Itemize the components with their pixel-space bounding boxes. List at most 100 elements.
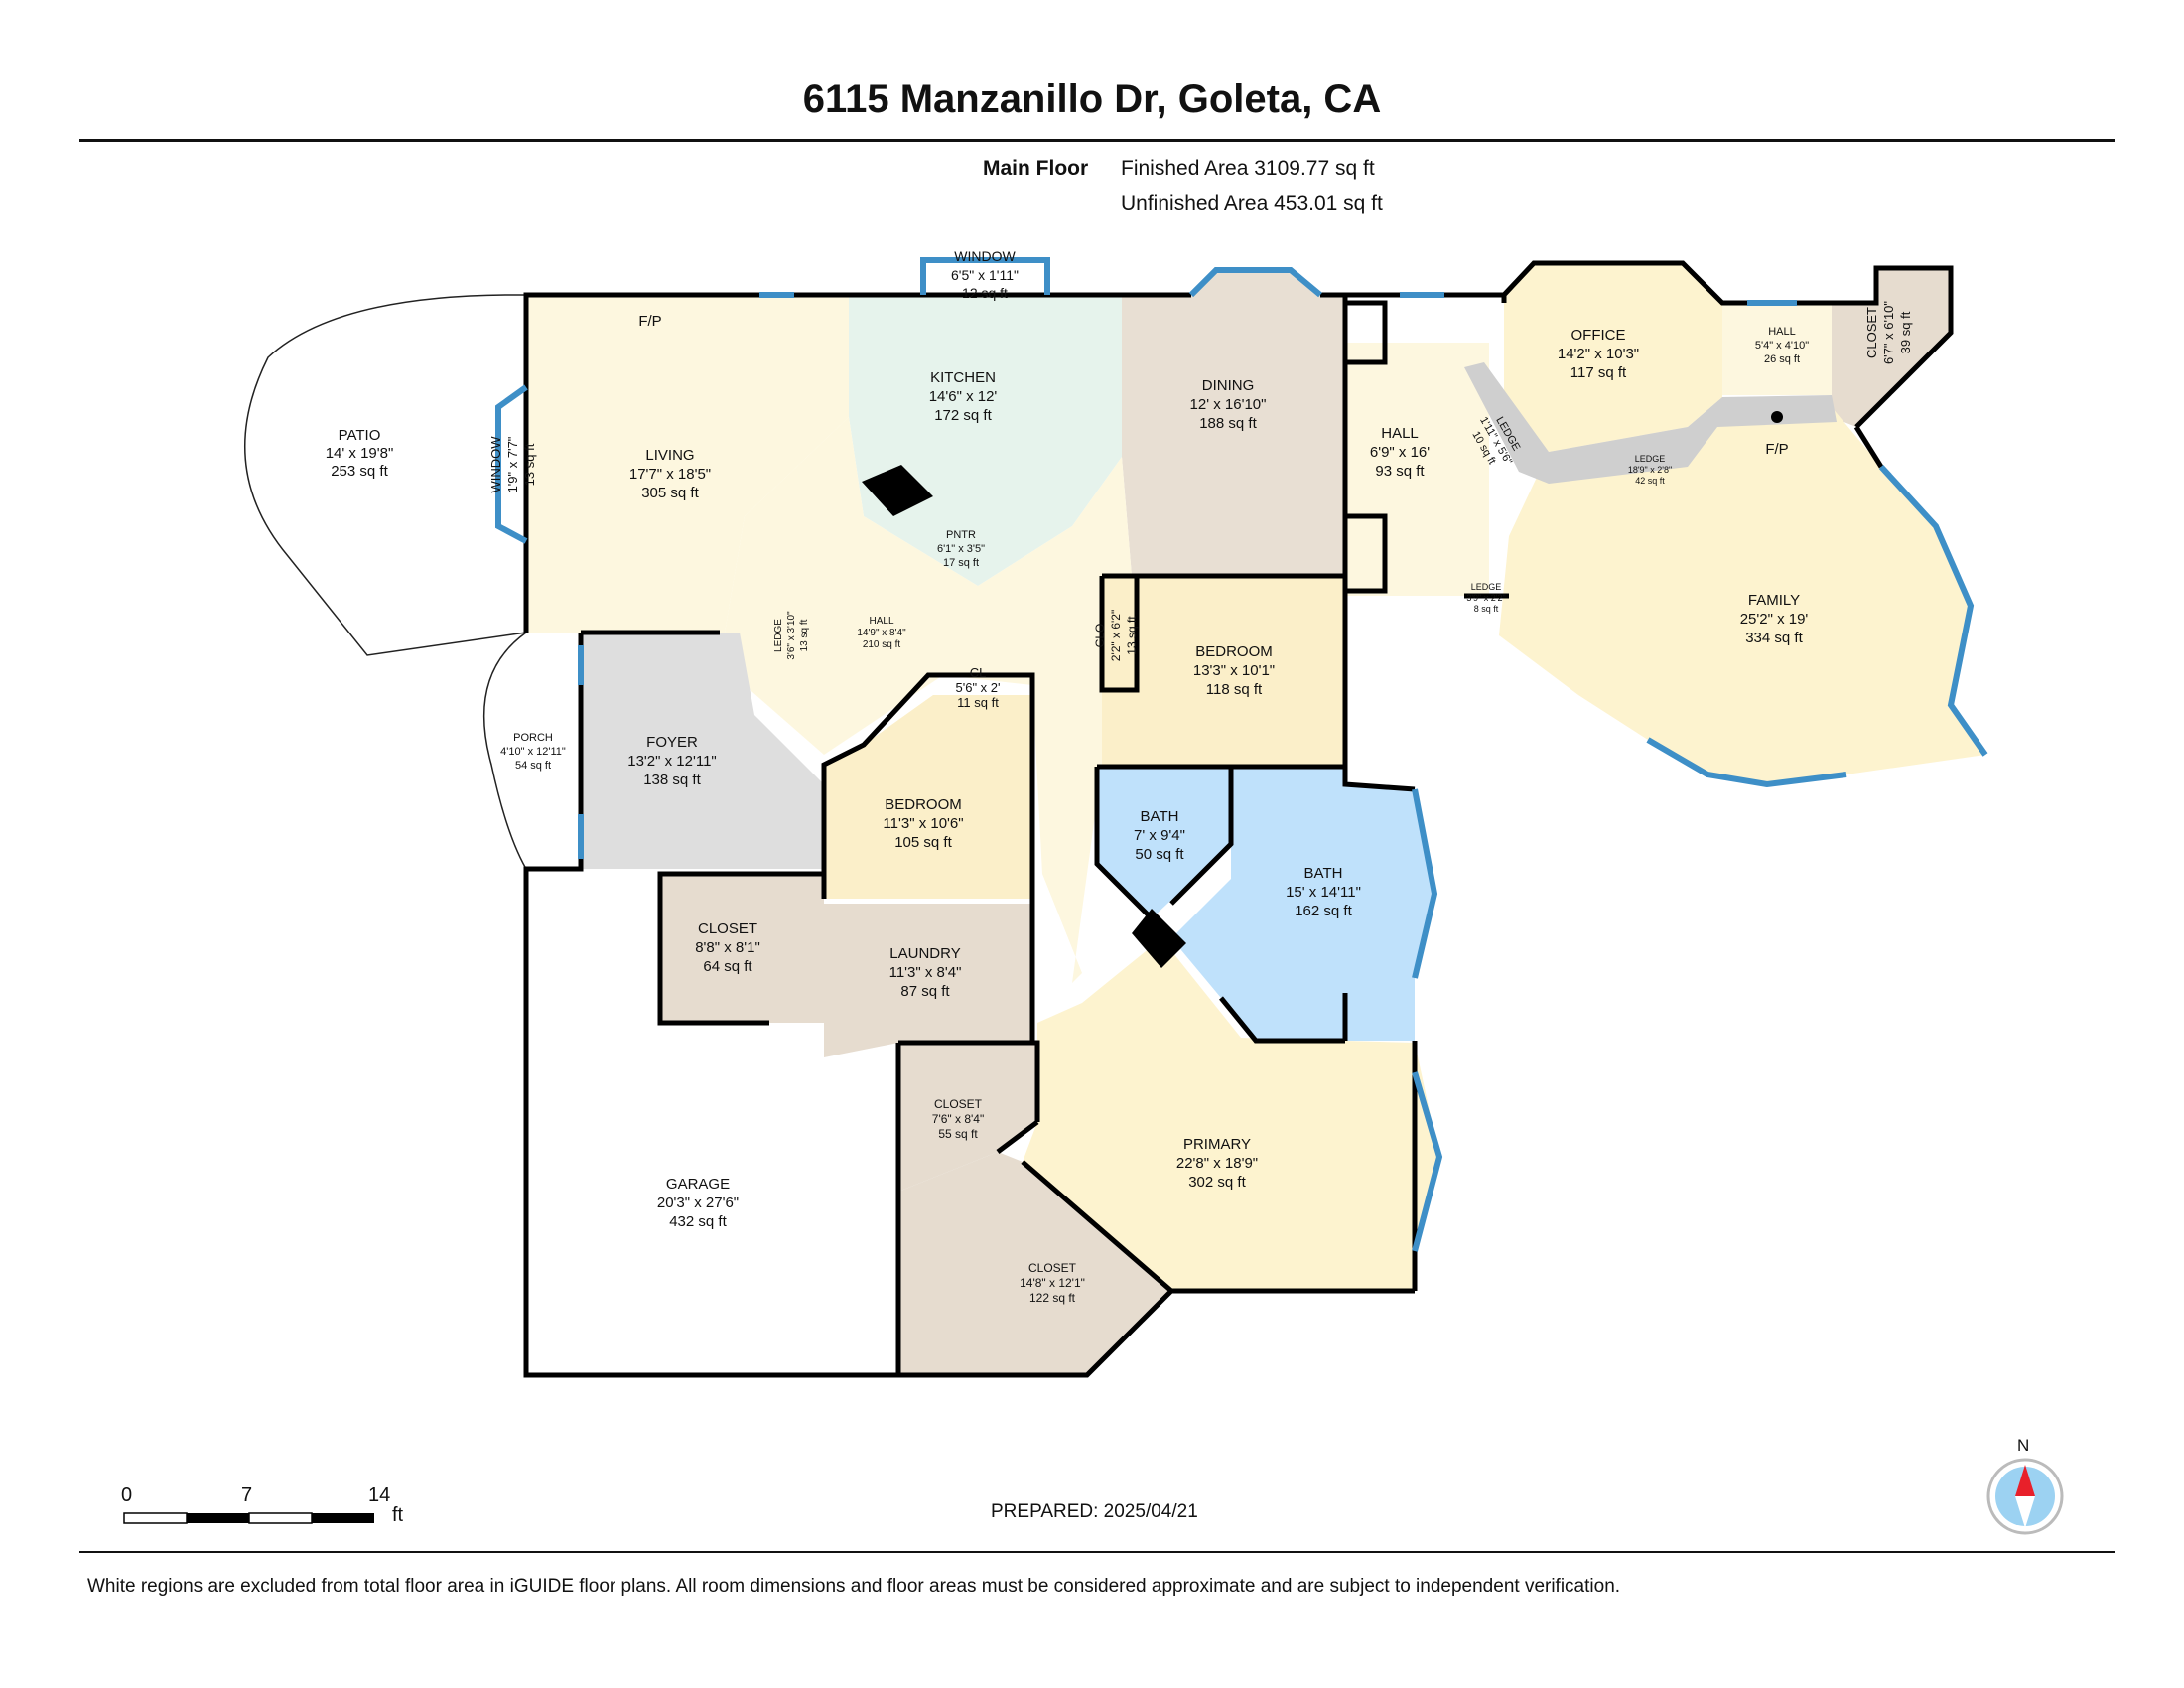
room-dims: 20'3" x 27'6" bbox=[657, 1195, 739, 1211]
room-dims: 5'6" x 2' bbox=[956, 680, 1001, 695]
room-dims: 18'9" x 2'8" bbox=[1628, 465, 1672, 475]
label-closet-big: CLOSET 14'8" x 12'1" 122 sq ft bbox=[1020, 1261, 1085, 1305]
room-dims: 11'3" x 8'4" bbox=[889, 964, 962, 981]
room-name: CLOSET bbox=[698, 920, 757, 937]
room-name: FAMILY bbox=[1748, 592, 1800, 609]
label-kitchen: KITCHEN 14'6" x 12' 172 sq ft bbox=[929, 369, 998, 424]
room-name: PRIMARY bbox=[1183, 1136, 1251, 1153]
room-fills bbox=[244, 263, 1985, 1375]
closet-ne-fill bbox=[1832, 268, 1951, 427]
label-ledge-diag: LEDGE 1'11" x 5'6" 10 sq ft bbox=[1469, 415, 1522, 467]
room-area: 26 sq ft bbox=[1764, 353, 1800, 365]
room-dims: 2'2" x 6'2" bbox=[1109, 610, 1123, 661]
room-dims: 7'6" x 8'4" bbox=[932, 1112, 984, 1126]
room-name: CLOSET bbox=[934, 1097, 983, 1111]
office-fill bbox=[1504, 263, 1722, 452]
scale-unit: ft bbox=[392, 1504, 404, 1526]
room-dims: 13'3" x 10'1" bbox=[1193, 662, 1275, 679]
bath-fixture-block bbox=[1132, 909, 1186, 968]
scale-bar bbox=[123, 1512, 374, 1524]
page-title: 6115 Manzanillo Dr, Goleta, CA bbox=[802, 77, 1382, 121]
foyer-fill bbox=[581, 633, 824, 869]
room-name: HALL bbox=[1768, 326, 1796, 338]
room-name: PORCH bbox=[513, 732, 553, 744]
north-compass bbox=[1986, 1458, 2064, 1535]
room-name: CLO bbox=[1093, 624, 1107, 648]
room-area: 188 sq ft bbox=[1199, 415, 1257, 432]
family-fireplace-dot bbox=[1771, 411, 1783, 423]
room-dims: 11'3" x 10'6" bbox=[883, 815, 963, 832]
label-window-top: WINDOW 6'5" x 1'11" 12 sq ft bbox=[951, 248, 1019, 301]
room-dims: 3'6" x 3'10" bbox=[786, 611, 797, 660]
label-garage: GARAGE 20'3" x 27'6" 432 sq ft bbox=[657, 1176, 739, 1230]
room-name: LEDGE bbox=[773, 619, 784, 652]
prepared-date: PREPARED: 2025/04/21 bbox=[991, 1501, 1198, 1522]
compass-needle-south bbox=[2015, 1496, 2035, 1528]
room-dims: 3'9" x 2'2" bbox=[1466, 593, 1505, 603]
room-area: 13 sq ft bbox=[1125, 616, 1139, 655]
room-dims: 22'8" x 18'9" bbox=[1176, 1155, 1258, 1172]
room-dims: 7' x 9'4" bbox=[1134, 827, 1185, 844]
label-laundry: LAUNDRY 11'3" x 8'4" 87 sq ft bbox=[889, 945, 962, 1000]
fireplace-family-label: F/P bbox=[1765, 441, 1788, 458]
label-clo-bed1: CLO 2'2" x 6'2" 13 sq ft bbox=[1093, 610, 1139, 661]
room-area: 117 sq ft bbox=[1570, 364, 1627, 381]
room-name: PATIO bbox=[339, 427, 381, 444]
room-area: 12 sq ft bbox=[962, 285, 1008, 301]
room-name: LAUNDRY bbox=[889, 945, 960, 962]
hall-center-fill bbox=[725, 417, 1132, 1033]
room-name: BATH bbox=[1304, 865, 1343, 882]
fireplace-living-label: F/P bbox=[638, 313, 661, 330]
label-foyer: FOYER 13'2" x 12'11" 138 sq ft bbox=[627, 734, 717, 788]
room-area: 55 sq ft bbox=[938, 1127, 978, 1141]
room-area: 13 sq ft bbox=[799, 619, 810, 651]
scale-tick-0: 0 bbox=[121, 1484, 133, 1506]
room-area: 162 sq ft bbox=[1295, 903, 1352, 919]
label-office: OFFICE 14'2" x 10'3" 117 sq ft bbox=[1558, 327, 1639, 381]
room-dims: 8'8" x 8'1" bbox=[695, 939, 760, 956]
room-name: HALL bbox=[1381, 425, 1419, 442]
label-living: LIVING 17'7" x 18'5" 305 sq ft bbox=[629, 447, 711, 501]
room-area: 8 sq ft bbox=[1474, 604, 1499, 614]
kitchen-fill bbox=[849, 295, 1122, 586]
room-dims: 17'7" x 18'5" bbox=[629, 466, 711, 483]
hall-main-fill bbox=[1345, 343, 1489, 596]
label-closet-fore: CLOSET 8'8" x 8'1" 64 sq ft bbox=[695, 920, 760, 975]
label-family: FAMILY 25'2" x 19' 334 sq ft bbox=[1740, 592, 1809, 646]
scale-tick-7: 7 bbox=[241, 1484, 253, 1506]
room-dims: 6'9" x 16' bbox=[1370, 444, 1430, 461]
room-name: GARAGE bbox=[666, 1176, 730, 1193]
room-name: OFFICE bbox=[1571, 327, 1626, 344]
label-closet-walk: CLOSET 7'6" x 8'4" 55 sq ft bbox=[932, 1097, 984, 1141]
room-area: 210 sq ft bbox=[863, 639, 901, 650]
patio-outline bbox=[244, 294, 527, 656]
laundry-fill bbox=[824, 904, 1032, 1057]
label-primary: PRIMARY 22'8" x 18'9" 302 sq ft bbox=[1176, 1136, 1258, 1191]
room-dims: 25'2" x 19' bbox=[1740, 611, 1809, 628]
room-dims: 6'1" x 3'5" bbox=[937, 543, 985, 555]
scale-tick-14: 14 bbox=[368, 1484, 391, 1506]
walls bbox=[523, 260, 1954, 1378]
living-fill bbox=[526, 295, 849, 633]
footer-disclaimer: White regions are excluded from total fl… bbox=[87, 1576, 1621, 1597]
room-name: WINDOW bbox=[954, 248, 1016, 264]
room-name: LEDGE bbox=[1471, 582, 1502, 592]
room-area: 138 sq ft bbox=[643, 772, 701, 788]
room-area: 93 sq ft bbox=[1375, 463, 1425, 480]
label-clo-bed2: CL 5'6" x 2' 11 sq ft bbox=[956, 665, 1001, 710]
room-area: 305 sq ft bbox=[641, 485, 699, 501]
label-pntr: PNTR 6'1" x 3'5" 17 sq ft bbox=[937, 529, 985, 569]
label-bath-1: BATH 7' x 9'4" 50 sq ft bbox=[1134, 808, 1185, 863]
label-closet-ne: CLOSET 6'7" x 6'10" 39 sq ft bbox=[1864, 301, 1913, 364]
room-area: 334 sq ft bbox=[1745, 630, 1803, 646]
bath-1-fill bbox=[1097, 767, 1231, 918]
room-dims: 13'2" x 12'11" bbox=[627, 753, 717, 770]
bath-2-fill bbox=[1171, 767, 1434, 1041]
room-name: PNTR bbox=[946, 529, 976, 541]
kitchen-island-block bbox=[862, 465, 933, 516]
label-bedroom-2: BEDROOM 11'3" x 10'6" 105 sq ft bbox=[883, 796, 963, 851]
hall-small-fill bbox=[1722, 303, 1832, 395]
title-divider bbox=[79, 139, 2115, 142]
room-name: BATH bbox=[1141, 808, 1179, 825]
